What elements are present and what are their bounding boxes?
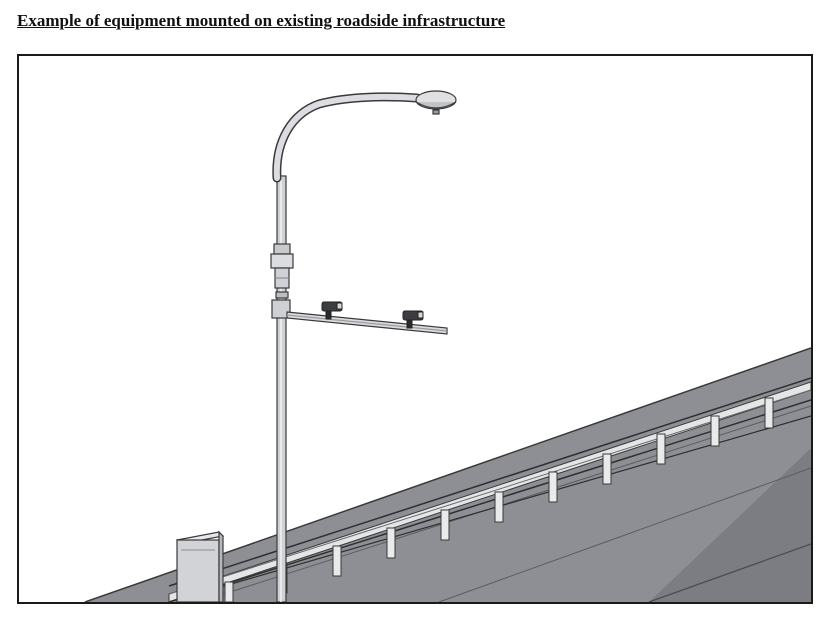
- figure-frame: [17, 54, 813, 604]
- figure-caption: Example of equipment mounted on existing…: [17, 11, 506, 30]
- ground-cabinet: [175, 530, 225, 602]
- camera-1: [321, 301, 343, 320]
- roadside-equipment-illustration: [84, 90, 811, 602]
- pole-mounted-enclosure: [270, 243, 294, 299]
- road-deck: [84, 347, 811, 602]
- camera-2: [402, 310, 424, 329]
- luminaire: [415, 90, 457, 115]
